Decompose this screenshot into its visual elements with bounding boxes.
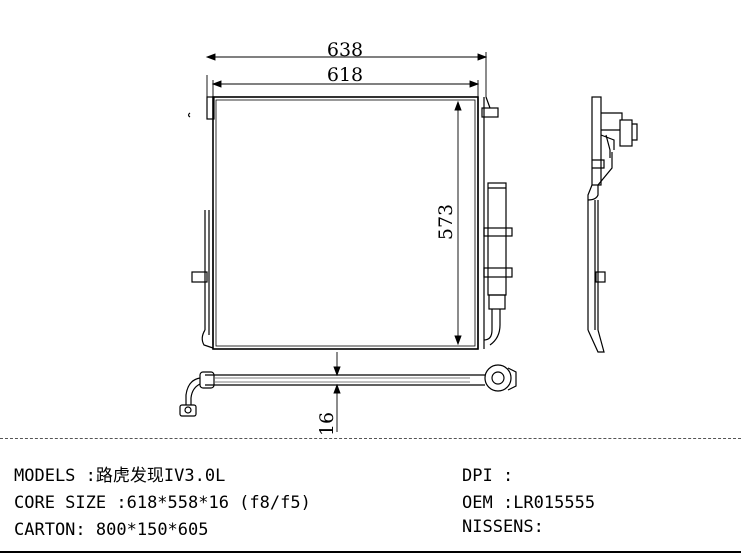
core-size-row: CORE SIZE :618*558*16 (f8/f5) [14, 493, 311, 513]
models-row: MODELS :路虎发现IV3.0L [14, 466, 225, 486]
core-height-label: 573 [435, 204, 457, 240]
overall-width-label: 638 [327, 39, 363, 61]
bottom-rule [0, 551, 741, 553]
side-bracket [619, 119, 633, 147]
left-mounting-bracket [191, 271, 208, 283]
left-header-tank [206, 96, 215, 120]
section-divider [0, 438, 741, 439]
carton-value: 800*150*605 [95, 520, 209, 540]
dpi-row: DPI : [462, 466, 513, 486]
condenser-front-view [179, 96, 517, 417]
carton-row: CARTON: 800*150*605 [14, 520, 209, 540]
inlet-tube-assembly [179, 364, 517, 417]
core-width-label: 618 [327, 64, 363, 86]
models-label: MODELS : [14, 466, 96, 486]
models-value: 路虎发现IV3.0L [95, 466, 226, 486]
receiver-drier [483, 182, 513, 346]
dimension-lines [205, 52, 488, 432]
condenser-drawing: 638 618 573 16 [179, 39, 638, 436]
nissens-label: NISSENS: [462, 517, 544, 537]
oem-row: OEM :LR015555 [462, 493, 595, 513]
oem-value: LR015555 [513, 493, 596, 513]
tube-offset-label: 16 [316, 412, 338, 436]
dpi-label: DPI : [462, 466, 514, 486]
nissens-row: NISSENS: [462, 517, 544, 537]
core-size-label: CORE SIZE : [14, 493, 127, 513]
core-size-value: 618*558*16 (f8/f5) [126, 493, 311, 513]
condenser-side-view [587, 96, 638, 353]
carton-label: CARTON: [14, 520, 86, 540]
oem-label: OEM : [462, 493, 514, 513]
